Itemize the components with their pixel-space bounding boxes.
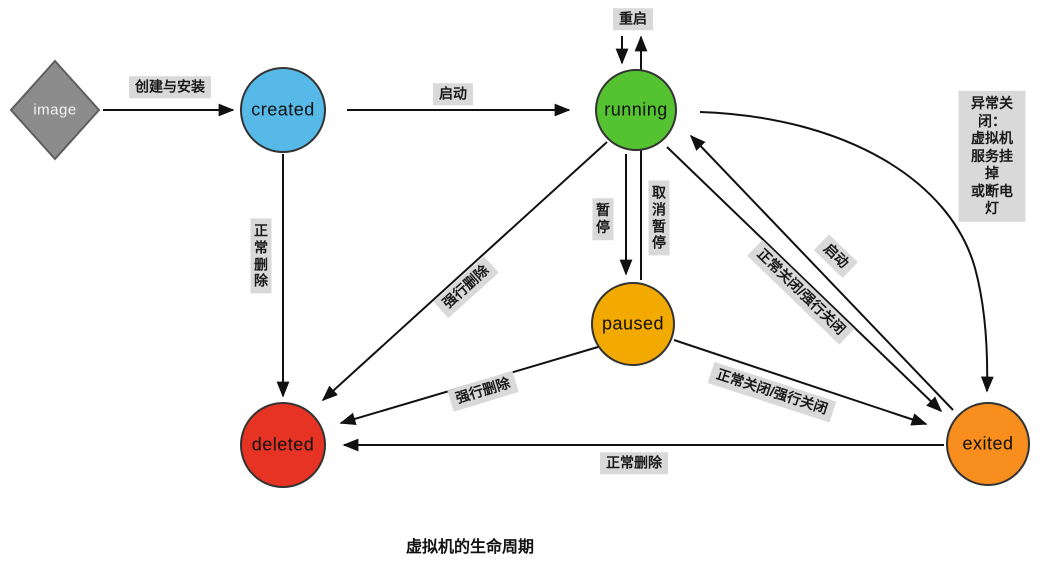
edge-label-create-install: 创建与安装: [129, 76, 211, 98]
edge-label-pause: 暂停: [592, 198, 614, 240]
node-deleted-circle: [240, 402, 326, 488]
edge-exited-to-running: [689, 134, 954, 411]
edge-label-restart: 重启: [613, 8, 653, 30]
edge-label-unpause: 取消暂停: [648, 180, 670, 256]
edge-running-to-exited-abnormal-curve: [699, 111, 994, 393]
edge-label-start-created-running: 启动: [433, 83, 473, 105]
node-exited-circle: [946, 402, 1030, 486]
diagram-title: 虚拟机的生命周期: [405, 539, 535, 556]
edge-label-abnormal-close: 异常关闭： 虚拟机服务挂掉 或断电灯: [958, 90, 1026, 222]
node-running-circle: [595, 69, 677, 151]
node-paused-circle: [591, 282, 675, 366]
edge-label-normal-delete-created: 正常删除: [250, 218, 272, 294]
edge-paused-to-exited: [673, 339, 928, 426]
edge-running-to-deleted: [321, 141, 608, 402]
edge-label-normal-delete-exited: 正常删除: [600, 452, 668, 474]
node-image-diamond: [9, 59, 101, 161]
node-created-circle: [240, 67, 326, 153]
